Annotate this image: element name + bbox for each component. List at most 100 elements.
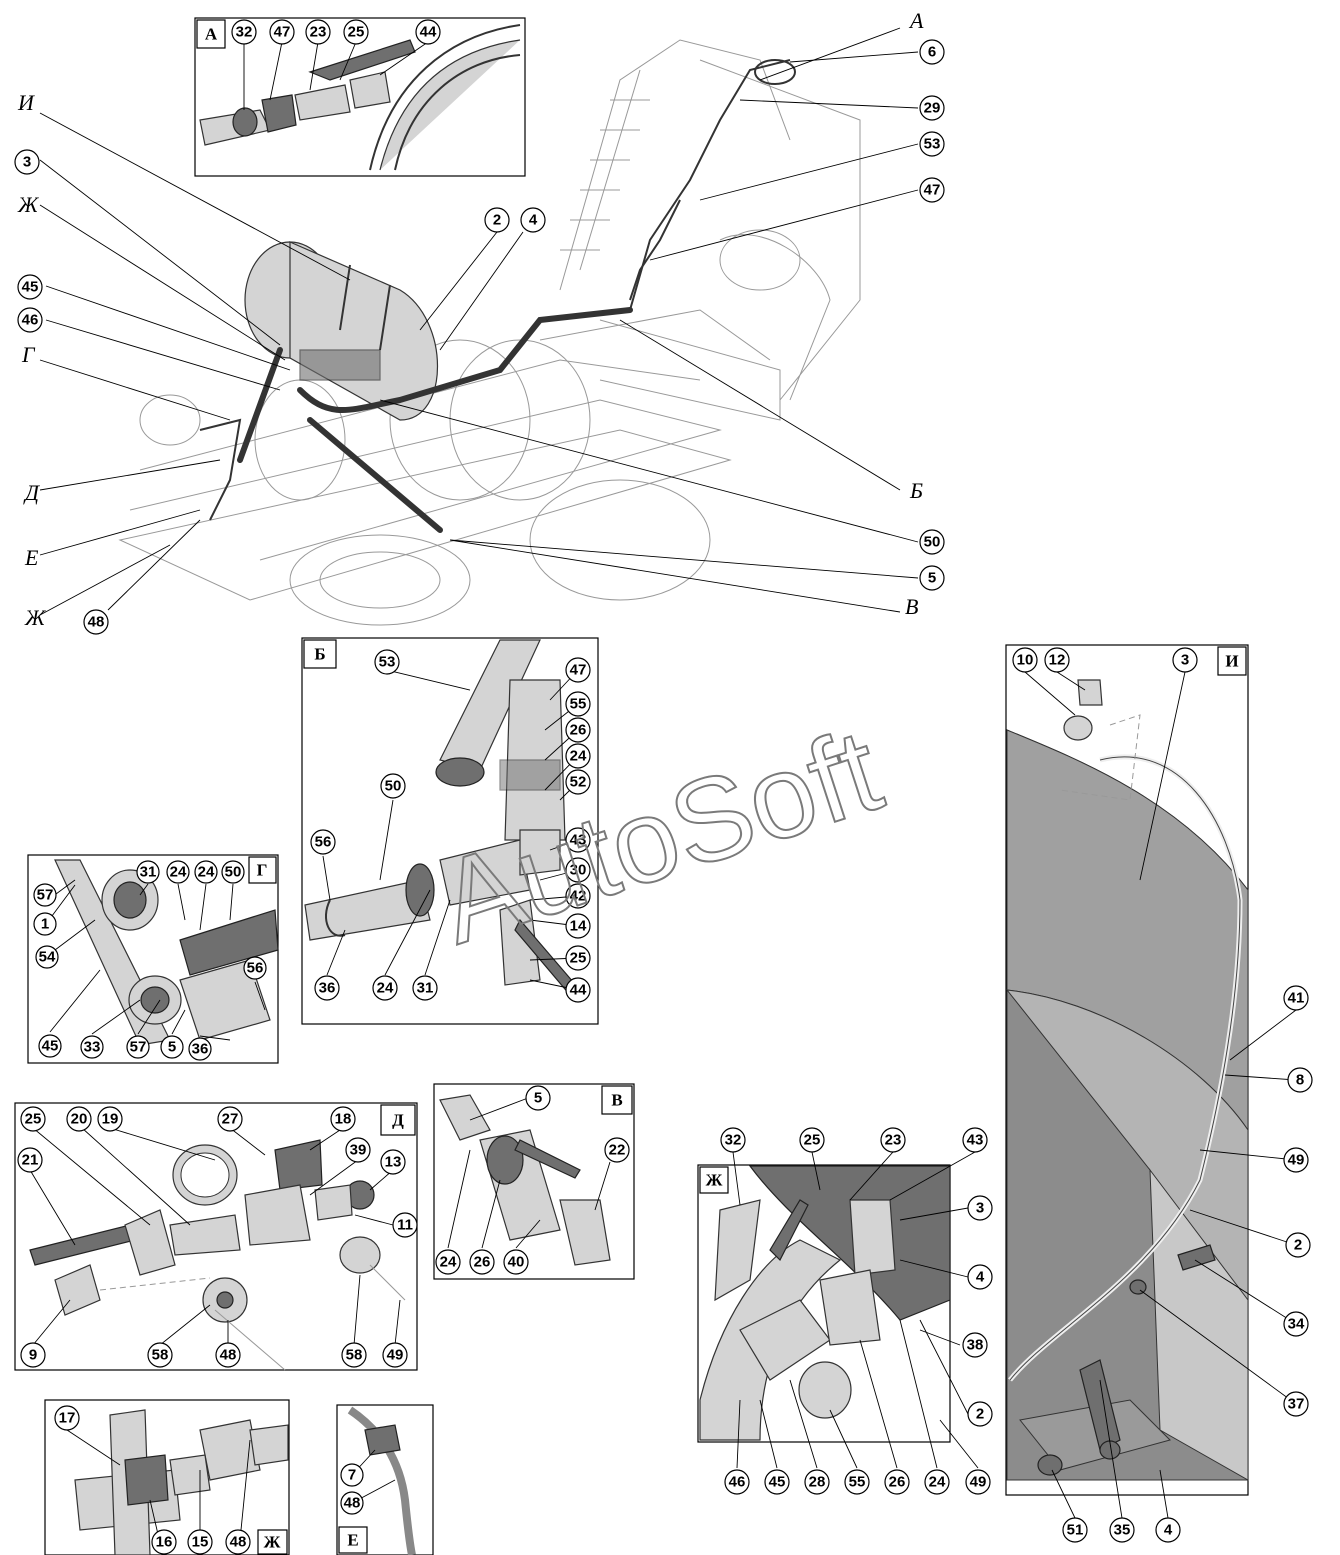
svg-text:45: 45 bbox=[22, 279, 39, 296]
svg-text:16: 16 bbox=[156, 1534, 173, 1551]
callout-v-40: 40 bbox=[503, 1249, 529, 1275]
callout-main-3: 3 bbox=[14, 149, 40, 175]
svg-text:49: 49 bbox=[1288, 1152, 1305, 1169]
view-letter-d: Д bbox=[23, 480, 40, 505]
callout-a-47: 47 bbox=[269, 19, 295, 45]
svg-text:10: 10 bbox=[1017, 652, 1034, 669]
callout-d-49: 49 bbox=[382, 1342, 408, 1368]
view-tag-zh-bottom: Ж bbox=[257, 1529, 288, 1555]
callout-b-36: 36 bbox=[314, 975, 340, 1001]
view-tag-g: Г bbox=[248, 856, 277, 884]
svg-text:15: 15 bbox=[192, 1534, 209, 1551]
callout-d-58b: 58 bbox=[341, 1342, 367, 1368]
svg-text:53: 53 bbox=[924, 136, 941, 153]
callout-i-2: 2 bbox=[1285, 1232, 1311, 1258]
svg-text:36: 36 bbox=[192, 1041, 209, 1058]
svg-text:35: 35 bbox=[1114, 1522, 1131, 1539]
svg-text:А: А bbox=[205, 25, 218, 44]
svg-text:17: 17 bbox=[59, 1410, 76, 1427]
callout-i-3: 3 bbox=[1172, 647, 1198, 673]
svg-text:27: 27 bbox=[222, 1111, 239, 1128]
svg-text:54: 54 bbox=[39, 949, 56, 966]
callout-b-50: 50 bbox=[380, 773, 406, 799]
callout-b-56: 56 bbox=[310, 829, 336, 855]
svg-text:34: 34 bbox=[1288, 1316, 1305, 1333]
svg-text:55: 55 bbox=[570, 696, 587, 713]
svg-text:40: 40 bbox=[508, 1254, 525, 1271]
svg-text:41: 41 bbox=[1288, 990, 1305, 1007]
svg-text:24: 24 bbox=[170, 864, 187, 881]
view-tag-e: Е bbox=[338, 1526, 368, 1554]
svg-text:48: 48 bbox=[220, 1347, 237, 1364]
svg-text:46: 46 bbox=[22, 312, 39, 329]
svg-text:53: 53 bbox=[379, 654, 396, 671]
callout-b-42: 42 bbox=[565, 883, 591, 909]
callout-zhr-25: 25 bbox=[799, 1127, 825, 1153]
svg-text:23: 23 bbox=[885, 1132, 902, 1149]
svg-text:18: 18 bbox=[335, 1111, 352, 1128]
callout-zhr-2: 2 bbox=[967, 1401, 993, 1427]
callout-i-51: 51 bbox=[1062, 1517, 1088, 1543]
svg-text:30: 30 bbox=[570, 862, 587, 879]
callout-g-31: 31 bbox=[136, 860, 160, 884]
callout-g-1: 1 bbox=[33, 912, 57, 936]
detail-view-a bbox=[194, 17, 526, 177]
svg-text:49: 49 bbox=[387, 1347, 404, 1364]
watermark-text: AutoSoft bbox=[424, 704, 895, 969]
callout-b-44: 44 bbox=[565, 977, 591, 1003]
view-tag-v: В bbox=[601, 1085, 633, 1115]
callout-b-25: 25 bbox=[565, 945, 591, 971]
svg-text:Б: Б bbox=[314, 645, 325, 664]
svg-text:47: 47 bbox=[924, 182, 941, 199]
svg-text:52: 52 bbox=[570, 774, 587, 791]
svg-text:39: 39 bbox=[350, 1142, 367, 1159]
svg-text:47: 47 bbox=[570, 662, 587, 679]
detail-view-b bbox=[301, 637, 599, 1025]
svg-text:51: 51 bbox=[1067, 1522, 1084, 1539]
svg-text:29: 29 bbox=[924, 100, 941, 117]
callout-d-48: 48 bbox=[215, 1342, 241, 1368]
svg-text:43: 43 bbox=[967, 1132, 984, 1149]
svg-text:48: 48 bbox=[344, 1495, 361, 1512]
svg-text:48: 48 bbox=[230, 1534, 247, 1551]
callout-main-29: 29 bbox=[919, 95, 945, 121]
svg-text:48: 48 bbox=[88, 614, 105, 631]
svg-text:24: 24 bbox=[570, 748, 587, 765]
detail-view-i bbox=[1005, 644, 1297, 1519]
svg-text:50: 50 bbox=[385, 778, 402, 795]
svg-text:25: 25 bbox=[570, 950, 587, 967]
view-tag-d: Д bbox=[380, 1104, 416, 1136]
callout-g-5: 5 bbox=[160, 1035, 184, 1059]
callout-b-24: 24 bbox=[565, 743, 591, 769]
callout-g-45: 45 bbox=[38, 1034, 62, 1058]
callout-b-43: 43 bbox=[565, 827, 591, 853]
svg-text:24: 24 bbox=[929, 1474, 946, 1491]
svg-text:43: 43 bbox=[570, 832, 587, 849]
callout-a-44: 44 bbox=[415, 19, 441, 45]
svg-text:3: 3 bbox=[23, 154, 31, 171]
svg-text:56: 56 bbox=[315, 834, 332, 851]
svg-text:21: 21 bbox=[22, 1152, 39, 1169]
callout-zhr-43: 43 bbox=[962, 1127, 988, 1153]
view-tag-zh-right: Ж bbox=[699, 1166, 729, 1194]
svg-text:50: 50 bbox=[225, 864, 242, 881]
callout-d-27: 27 bbox=[217, 1106, 243, 1132]
callout-v-22: 22 bbox=[604, 1137, 630, 1163]
callout-main-50: 50 bbox=[919, 529, 945, 555]
callout-zhr-32: 32 bbox=[720, 1127, 746, 1153]
svg-text:Г: Г bbox=[257, 861, 268, 880]
callout-zhr-55: 55 bbox=[844, 1469, 870, 1495]
svg-text:25: 25 bbox=[804, 1132, 821, 1149]
callout-v-26: 26 bbox=[469, 1249, 495, 1275]
main-assembly-view bbox=[118, 39, 861, 626]
main-leaders bbox=[39, 27, 919, 616]
svg-text:28: 28 bbox=[809, 1474, 826, 1491]
callout-zhr-24: 24 bbox=[924, 1469, 950, 1495]
svg-text:32: 32 bbox=[236, 24, 253, 41]
view-tag-a: А bbox=[196, 19, 226, 49]
callout-i-49: 49 bbox=[1283, 1147, 1309, 1173]
svg-text:В: В bbox=[611, 1091, 622, 1110]
svg-text:Ж: Ж bbox=[706, 1171, 723, 1190]
callout-i-8: 8 bbox=[1287, 1067, 1313, 1093]
